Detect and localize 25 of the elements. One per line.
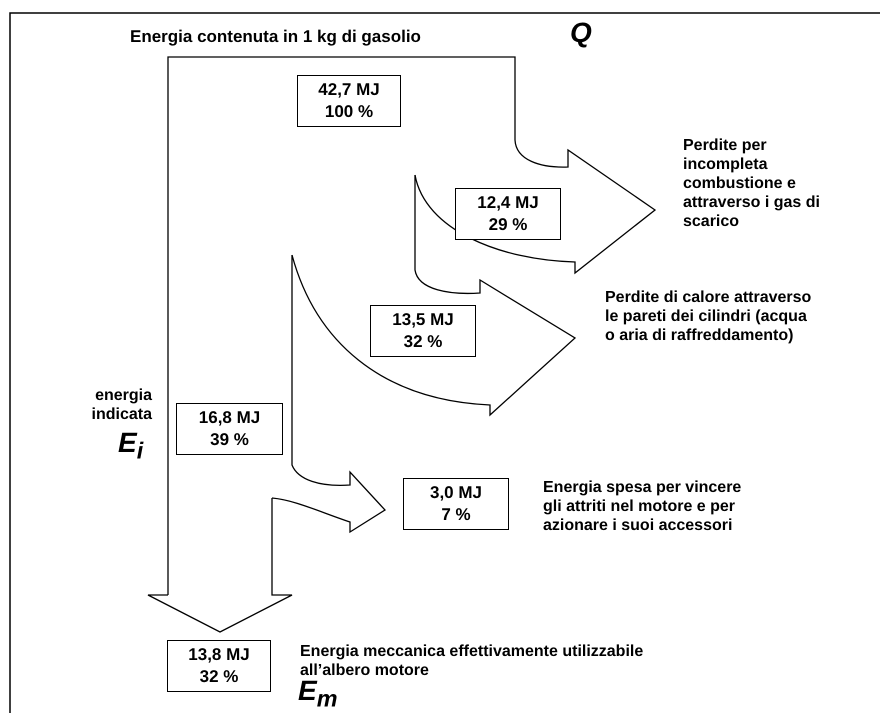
symbol-label: E$_{i}$ [118,428,144,466]
value-text: 29 % [488,214,528,236]
value-text: 32 % [402,331,444,353]
value-box [176,403,283,455]
value-box [297,75,401,127]
value-text: 32 % [198,666,240,688]
symbol-label: Q [570,18,593,48]
value-text: 13,5 MJ [391,309,455,331]
value-text: 3,0 MJ [429,482,483,504]
value-box [167,640,271,692]
flow-description: Perdite per incompleta combustione e attraverso i gas di scarico [683,136,821,231]
value-text: 39 % [209,429,250,451]
value-box [370,305,476,357]
value-text: 12,4 MJ [476,192,540,214]
value-text: 100 % [324,101,374,123]
flow-description: Perdite di calore attraverso le pareti dei cilindri (acqua o aria di raffreddamento) [605,288,812,345]
value-text: 13,8 MJ [187,644,251,666]
diagram-title: Energia contenuta in 1 kg di gasolio [130,27,421,46]
value-text: 7 % [440,504,472,526]
value-box [403,478,509,530]
flow-description: energia indicata [90,386,152,424]
flow-description: Energia spesa per vincere gli attriti nel motore e per azionare i suoi accessori [543,478,742,535]
value-box [455,188,561,240]
value-text: 16,8 MJ [198,407,262,429]
value-text: 42,7 MJ [317,79,381,101]
